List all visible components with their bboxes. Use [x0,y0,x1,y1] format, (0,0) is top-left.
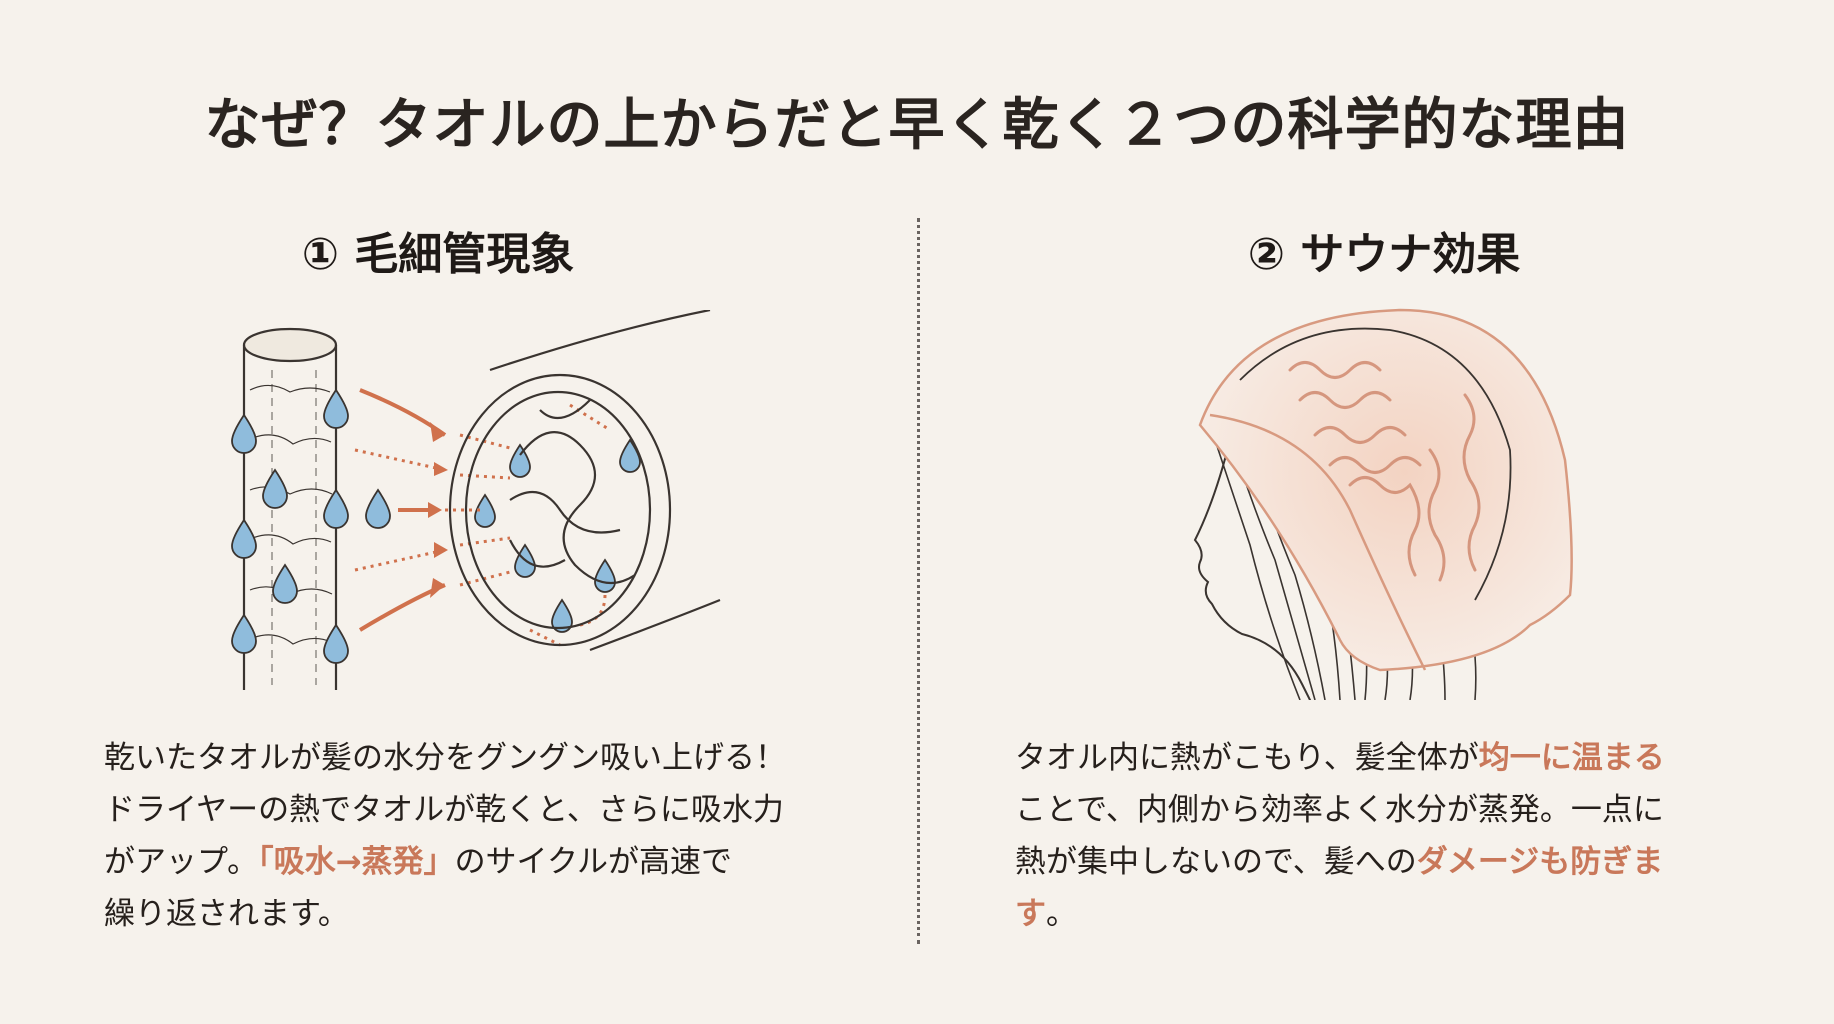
text-line: がアップ。「吸水→蒸発」のサイクルが高速で [104,844,733,880]
panel-description: タオル内に熱がこもり、髪全体が均一に温まる ことで、内側から効率よく水分が蒸発。… [1015,732,1735,940]
towel-head-heat-icon [1193,308,1573,700]
text-line: 熱が集中しないので、髪へのダメージも防ぎま [1015,844,1664,880]
text-line: タオル内に熱がこもり、髪全体が均一に温まる [1015,740,1665,776]
page-title: なぜ？タオルの上からだと早く乾く２つの科学的な理由 [204,93,1630,158]
text-line: 乾いたタオルが髪の水分をグングン吸い上げる！ [104,740,786,776]
panel-sauna-effect: ② サウナ効果 [934,210,1834,970]
highlight-text: 「吸水→蒸発」 [258,844,455,880]
text-line: す。 [1015,896,1077,932]
text-line: 繰り返されます。 [104,896,349,932]
towel-fiber-capillary-icon [231,310,721,690]
text-line: ドライヤーの熱でタオルが乾くと、さらに吸水力 [104,792,784,828]
panel-number: ② [1247,229,1285,280]
highlight-text: 均一に温まる [1478,740,1665,776]
panel-heading: ① 毛細管現象 [0,218,888,282]
panel-capillary-action: ① 毛細管現象 [0,210,900,970]
panel-description: 乾いたタオルが髪の水分をグングン吸い上げる！ ドライヤーの熱でタオルが乾くと、さ… [104,732,844,940]
text-line: ことで、内側から効率よく水分が蒸発。一点に [1015,792,1664,828]
panel-heading-text: サウナ効果 [1300,229,1521,280]
panel-divider [917,218,920,944]
highlight-text: ダメージも防ぎま [1416,844,1664,880]
panel-number: ① [301,229,339,280]
panel-heading: ② サウナ効果 [934,218,1834,282]
highlight-text: す [1015,896,1046,932]
panel-heading-text: 毛細管現象 [354,229,575,280]
